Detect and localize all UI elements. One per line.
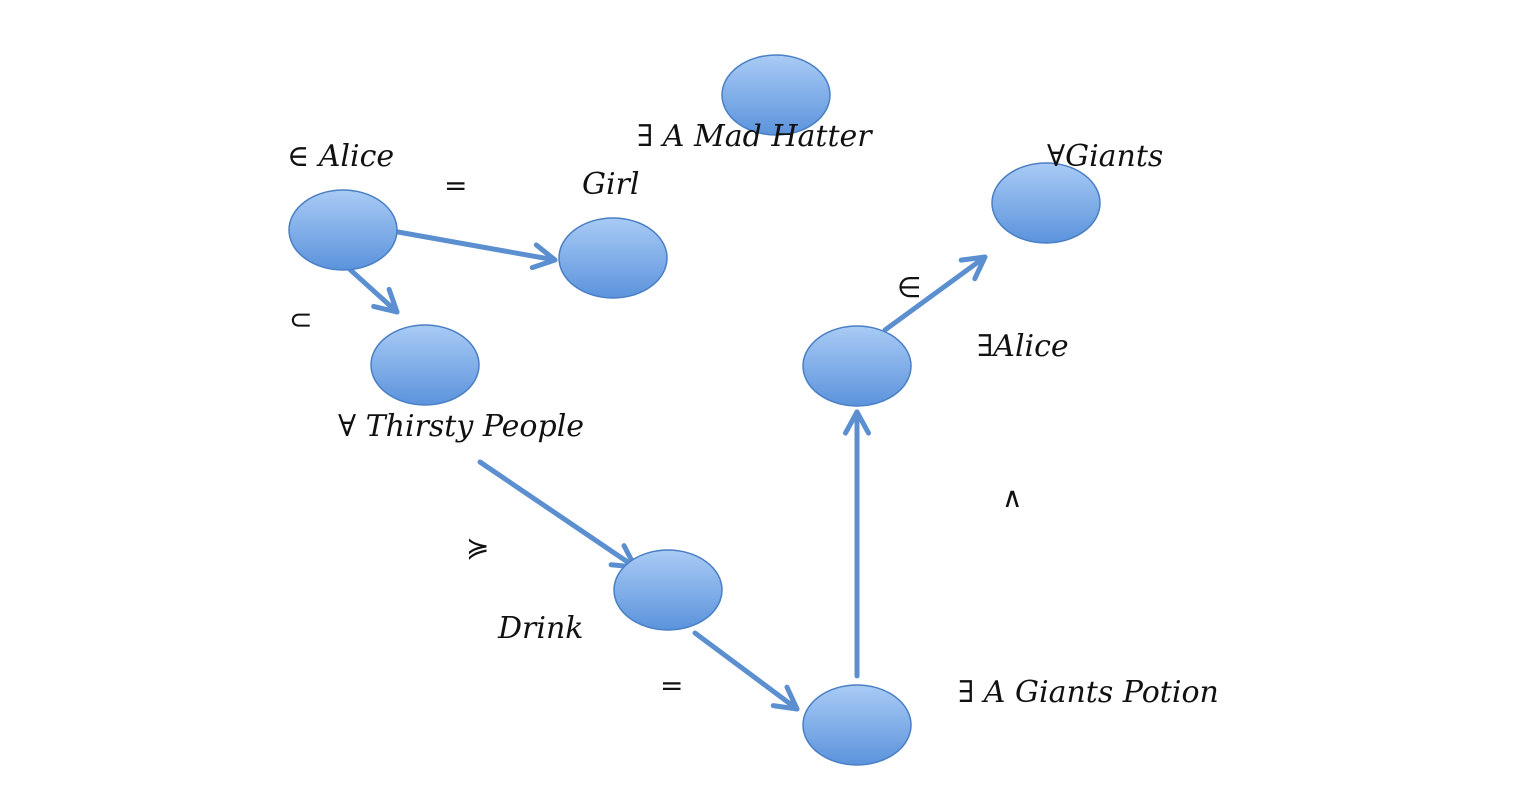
arrowhead xyxy=(842,409,872,436)
edge-alice-to-girl xyxy=(395,229,558,271)
arrowhead xyxy=(529,242,558,271)
node-label-drink: Drink xyxy=(498,611,584,646)
edge-exists-alice-to-giants xyxy=(882,254,988,333)
node-thirsty-people xyxy=(370,324,480,406)
arrowhead xyxy=(371,286,400,315)
node-label-exists-alice: ∃Alice xyxy=(977,329,1069,364)
edge-label-drink-potion: = xyxy=(660,669,684,702)
node-girl xyxy=(558,217,668,299)
edge-thirsty-people-to-drink xyxy=(477,459,638,570)
edge-alice-to-thirsty-people xyxy=(342,262,400,315)
node-giants-potion xyxy=(802,684,912,766)
node-label-alice: ∈ Alice xyxy=(287,139,395,174)
edge-label-alice-girl: = xyxy=(444,169,468,202)
arrowhead xyxy=(958,254,988,282)
node-label-giants: ∀Giants xyxy=(1047,139,1164,174)
edge-label-alice-giants: ∈ xyxy=(897,271,922,304)
edge-drink-to-giants-potion xyxy=(692,630,800,712)
edge-label-potion-alice: ∧ xyxy=(1002,481,1023,514)
node-giants xyxy=(991,162,1101,244)
edge-giants-potion-to-exists-alice xyxy=(842,409,872,679)
edge-label-thirsty-drink: ≽ xyxy=(466,531,490,564)
node-label-mad-hatter: ∃ A Mad Hatter xyxy=(637,119,872,154)
node-exists-alice xyxy=(802,325,912,407)
node-label-thirsty-people: ∀ Thirsty People xyxy=(338,409,585,444)
arrowhead xyxy=(770,684,800,712)
node-label-girl: Girl xyxy=(582,167,640,202)
node-alice xyxy=(288,189,398,271)
node-drink xyxy=(613,549,723,631)
edge-label-alice-thirsty: ⊂ xyxy=(289,303,313,336)
node-mad-hatter xyxy=(721,54,831,136)
node-label-giants-potion: ∃ A Giants Potion xyxy=(958,675,1219,710)
